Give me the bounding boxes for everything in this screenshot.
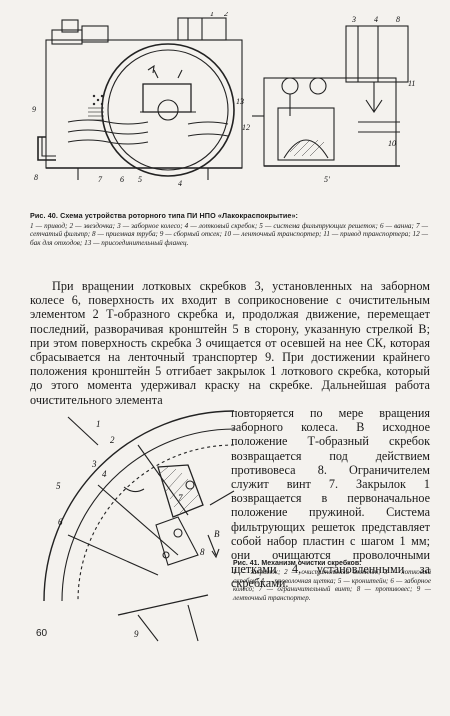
fig40-label-12: 12 [242,123,250,132]
fig41-label-3: 3 [91,459,97,469]
fig40-label-4: 4 [178,179,182,188]
fig40-label-5: 5 [138,175,142,184]
figure-40-caption: Рис. 40. Схема устройства роторного типа… [30,211,428,247]
fig40-label-6: 6 [120,175,124,184]
figure-40-drawing: 9 8 7 6 5 4 1 2 13 3 4 8 11 12 10 5' [32,12,415,188]
fig40-label-8: 8 [34,173,38,182]
fig40-label-2: 2 [224,12,228,18]
fig41-label-8: 8 [200,547,205,557]
figure-40-caption-body: 1 — привод; 2 — звездочка; 3 — заборное … [30,221,428,247]
body-paragraph: При вращении лотковых скребков 3, устано… [30,279,430,407]
fig40-label-13: 13 [236,97,244,106]
fig40-label-7: 7 [98,175,103,184]
figure-41-caption: Рис. 41. Механизм очистки скребков: 1 — … [233,560,431,602]
figure-41-drawing: 1 2 3 4 5 6 7 8 9 В [43,410,235,642]
fig40-label-5prime: 5' [324,175,330,184]
fig40-label-10: 10 [388,139,396,148]
fig41-label-6: 6 [58,517,63,527]
figure-40-caption-title: Рис. 40. Схема устройства роторного типа… [30,211,299,220]
figure-41-caption-title: Рис. 41. Механизм очистки скребков: [233,560,362,567]
fig40-label-11: 11 [408,79,415,88]
body-paragraph-continued: повторяется по мере вращения заборного к… [231,406,430,591]
fig41-label-2: 2 [110,435,115,445]
fig41-label-1: 1 [96,419,101,429]
fig41-label-5: 5 [56,481,61,491]
fig40-label-4b: 4 [374,15,378,24]
fig40-label-1: 1 [210,12,214,18]
fig41-label-4: 4 [102,469,107,479]
fig40-label-9: 9 [32,105,36,114]
fig40-label-3: 3 [351,15,356,24]
figure-41-caption-body: 1 — закрылок; 2 — очистительный элемент;… [233,568,431,602]
fig41-label-7: 7 [178,493,183,503]
page-number: 60 [36,628,48,639]
fig41-label-B: В [214,529,220,539]
fig40-label-8b: 8 [396,15,400,24]
fig41-label-9: 9 [134,629,139,639]
